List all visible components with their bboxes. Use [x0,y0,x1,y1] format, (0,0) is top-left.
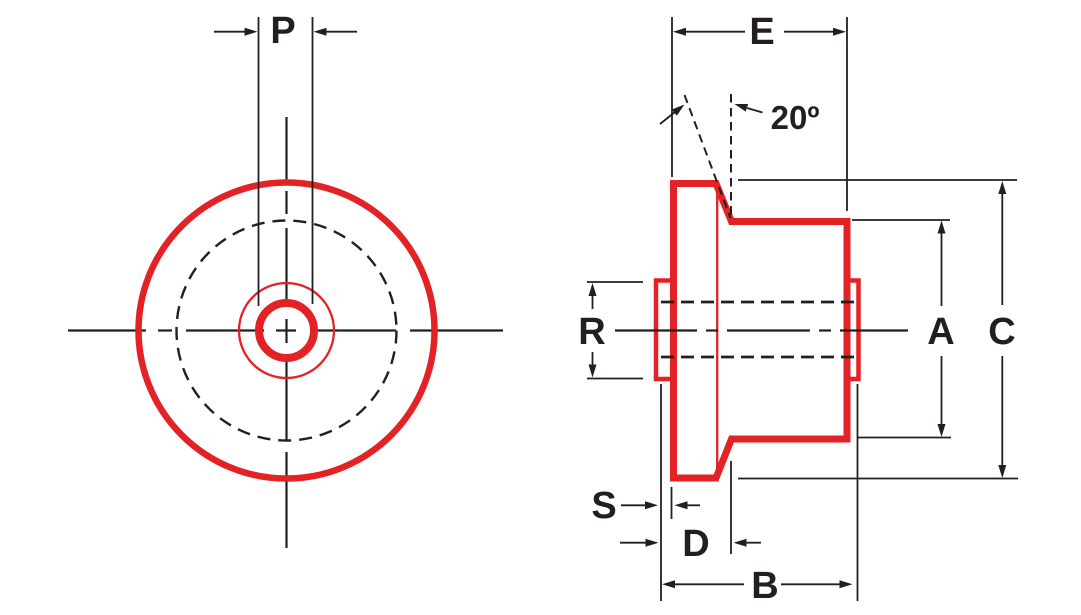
dimension-label-E: E [749,11,774,53]
arrowhead [244,27,258,36]
leader-line [659,111,676,125]
angle-label: 20º [771,99,820,136]
dimension-label-D: D [682,523,709,565]
dimension-label-C: C [988,311,1015,353]
dimension-label-A: A [927,311,954,353]
dimension-label-P: P [270,10,295,52]
arrowhead [313,27,327,36]
arrowhead [671,104,685,116]
arrowhead [998,181,1007,194]
dimension-label-R: R [578,311,605,353]
part-silhouette [670,180,851,482]
front-view: P [68,10,503,548]
arrowhead [645,501,658,510]
arrowhead [662,580,675,589]
arrowhead [588,364,597,378]
dimension-label-S: S [591,485,616,527]
side-view: E 20º R [578,11,1018,607]
angle-reference-slant-line [683,94,732,219]
flange-outline-circle [135,179,438,482]
leader-line [746,107,763,114]
arrowhead [937,424,946,437]
pilot-circle [237,281,336,380]
arrowhead [645,538,659,547]
dimension-label-B: B [751,565,778,607]
bore-circle [255,299,318,362]
arrowhead [839,580,853,589]
chamfer-angle-callout: 20º [659,94,820,219]
dimension-S: S [591,485,700,527]
dimension-E: E [671,11,848,211]
dimension-B: B [660,384,859,607]
arrowhead [937,220,946,234]
dimension-C: C [738,179,1018,480]
dimension-D: D [620,461,761,565]
arrowhead [833,27,846,36]
arrowhead [734,104,749,112]
arrowhead [733,538,747,547]
arrowhead [674,501,688,510]
arrowhead [673,27,686,36]
dimension-P: P [214,10,357,306]
arrowhead [998,465,1007,478]
dimension-A: A [852,219,955,439]
body-hidden-circle [175,219,398,442]
dimension-R: R [578,281,643,380]
arrowhead [588,283,597,296]
